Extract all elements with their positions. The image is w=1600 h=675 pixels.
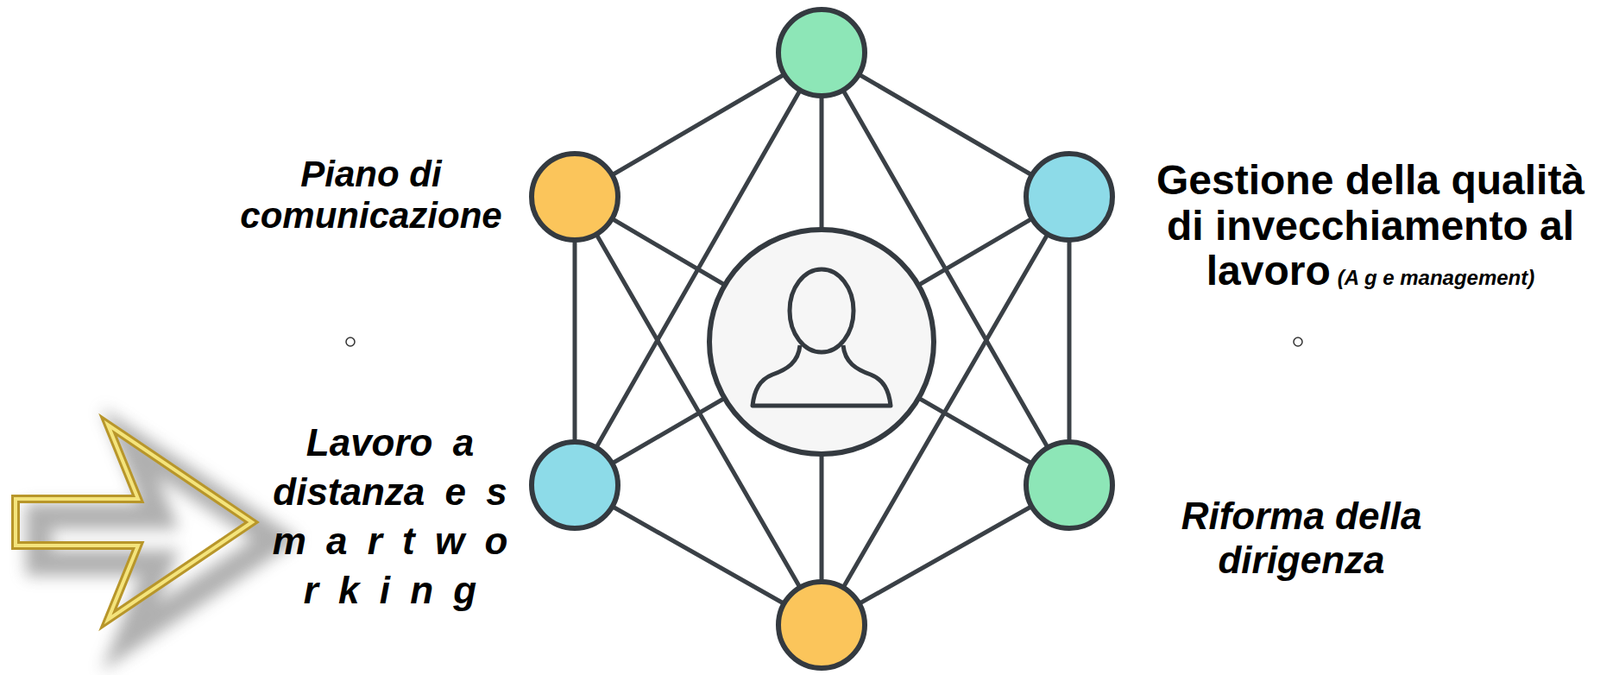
- network-connector: [573, 242, 578, 440]
- network-connector: [1067, 242, 1072, 440]
- node-label: Riforma della dirigenza: [1133, 494, 1470, 582]
- network-node: Gestione della qualità di invecchiamento…: [1023, 151, 1115, 243]
- arrow-highlight: [15, 424, 252, 620]
- center-circle: [709, 229, 934, 454]
- network-node: Riforma della dirigenza: [1023, 439, 1115, 531]
- person-shoulders: [752, 345, 891, 406]
- person-head: [789, 269, 854, 353]
- person-icon: [752, 269, 891, 406]
- node-label: Piano di comunicazione: [224, 153, 518, 238]
- small-marker: [1293, 337, 1303, 347]
- network-node: Piano di comunicazione: [529, 151, 621, 243]
- network-dot: [778, 581, 865, 668]
- node-label: Lavoro a distanza e s m a r t w o r k i …: [262, 417, 518, 616]
- node-label-group: Gestione della qualità di invecchiamento…: [1152, 157, 1589, 295]
- network-lines: [574, 52, 1070, 625]
- arrow-outline: [15, 424, 252, 620]
- pointer-arrow: [15, 424, 277, 637]
- node-sublabel: (A g e management): [1337, 265, 1535, 290]
- small-marker: [346, 337, 355, 347]
- network-dot: [778, 9, 865, 96]
- network-node: Lavoro a distanza e s m a r t w o r k i …: [529, 439, 621, 531]
- arrow-shadow: [38, 441, 277, 637]
